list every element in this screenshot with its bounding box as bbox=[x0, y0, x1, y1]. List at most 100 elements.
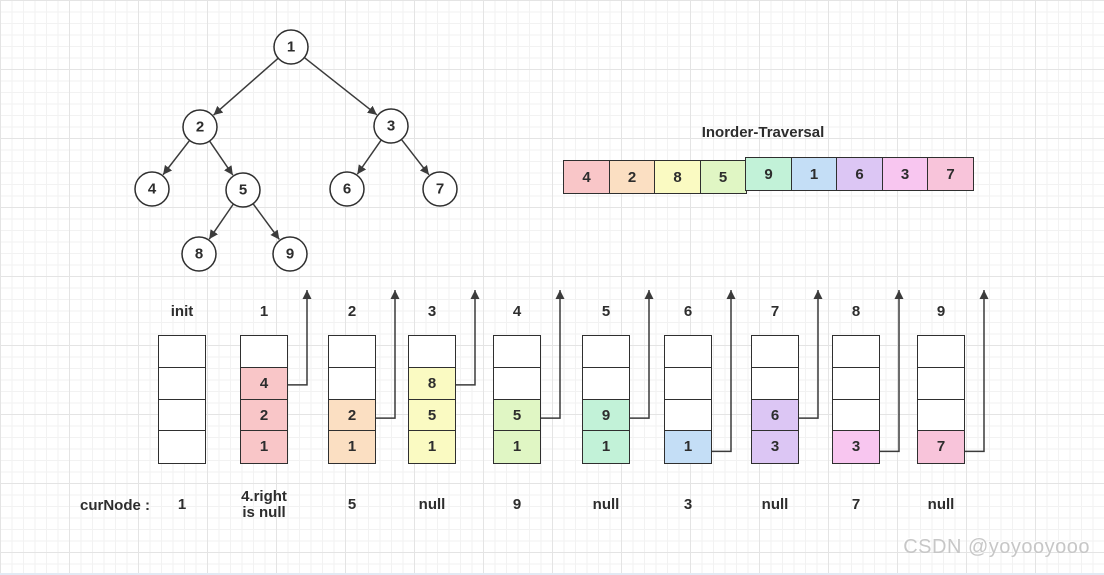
stack-cell: 2 bbox=[328, 398, 376, 432]
stack-pop-arrows bbox=[288, 290, 989, 453]
stack-cell: 1 bbox=[240, 430, 288, 464]
tree-edge bbox=[303, 56, 378, 116]
tree-node-value: 9 bbox=[286, 246, 294, 263]
stack-cell: 8 bbox=[408, 366, 456, 400]
curnode-value: null bbox=[418, 496, 446, 513]
curnode-value: 5 bbox=[347, 496, 357, 513]
tree-node-value: 8 bbox=[195, 246, 203, 263]
stack-cell: 1 bbox=[328, 430, 376, 464]
stack-cell bbox=[917, 366, 965, 400]
tree-node bbox=[272, 236, 308, 272]
stack-cell: 2 bbox=[240, 398, 288, 432]
stack-cell bbox=[328, 366, 376, 400]
stack-pop-arrow bbox=[456, 290, 480, 386]
tree-edge bbox=[400, 138, 430, 176]
stack-cell bbox=[664, 398, 712, 432]
stack-step-label: 6 bbox=[683, 303, 693, 320]
stack-step-label: 2 bbox=[347, 303, 357, 320]
curnode-value: 3 bbox=[683, 496, 693, 513]
stack: 1 bbox=[664, 335, 712, 464]
tree-node bbox=[181, 236, 217, 272]
stack-pop-arrow bbox=[376, 290, 400, 419]
curnode-value: 9 bbox=[512, 496, 522, 513]
stack-step-label: 3 bbox=[427, 303, 437, 320]
stack-step-label: 7 bbox=[770, 303, 780, 320]
stack-step-label: 4 bbox=[512, 303, 522, 320]
stack-cell bbox=[832, 398, 880, 432]
curnode-value: 4.right is null bbox=[241, 488, 287, 521]
inorder-cell: 8 bbox=[654, 160, 701, 194]
stack-step-label: 8 bbox=[851, 303, 861, 320]
stack-cell: 1 bbox=[408, 430, 456, 464]
tree-node bbox=[225, 172, 261, 208]
curnode-value: 1 bbox=[177, 496, 187, 513]
curnode-value: null bbox=[927, 496, 955, 513]
stack-cell bbox=[158, 335, 206, 369]
stack-cell: 1 bbox=[493, 430, 541, 464]
stack-cell: 3 bbox=[751, 430, 799, 464]
stack-cell bbox=[917, 398, 965, 432]
tree-node bbox=[134, 171, 170, 207]
stack: 7 bbox=[917, 335, 965, 464]
inorder-cell: 5 bbox=[699, 160, 747, 194]
stack-cell bbox=[582, 335, 630, 369]
stack-step-label: 1 bbox=[259, 303, 269, 320]
stack-cell: 5 bbox=[493, 398, 541, 432]
tree-edge bbox=[208, 140, 234, 176]
stack-cell bbox=[664, 366, 712, 400]
tree-node bbox=[273, 29, 309, 65]
stack-cell bbox=[751, 335, 799, 369]
tree-node-value: 5 bbox=[239, 182, 247, 199]
stack-cell: 7 bbox=[917, 430, 965, 464]
stack-cell: 5 bbox=[408, 398, 456, 432]
tree-node bbox=[373, 108, 409, 144]
tree-edge bbox=[208, 203, 234, 240]
curnode-value: null bbox=[592, 496, 620, 513]
tree-edge bbox=[356, 139, 382, 175]
stack-pop-arrow bbox=[630, 290, 654, 419]
stack-cell bbox=[158, 366, 206, 400]
stack: 3 bbox=[832, 335, 880, 464]
stack-pop-arrow bbox=[880, 290, 904, 453]
stack-pop-arrow bbox=[288, 290, 312, 386]
tree-node-value: 6 bbox=[343, 181, 351, 198]
stack-step-label: 9 bbox=[936, 303, 946, 320]
stack-cell: 6 bbox=[751, 398, 799, 432]
stack-cell bbox=[158, 430, 206, 464]
stack-pop-arrow bbox=[965, 290, 989, 453]
tree-node bbox=[422, 171, 458, 207]
bottom-edge-line bbox=[0, 573, 1104, 575]
tree-node-value: 3 bbox=[387, 118, 395, 135]
stack-cell bbox=[328, 335, 376, 369]
stack-cell bbox=[917, 335, 965, 369]
stack-pop-arrow bbox=[712, 290, 736, 453]
watermark: CSDN @yoyooyooo bbox=[903, 536, 1090, 558]
tree-node bbox=[329, 171, 365, 207]
stack-cell: 1 bbox=[582, 430, 630, 464]
tree-edge bbox=[213, 57, 279, 116]
stack-cell: 3 bbox=[832, 430, 880, 464]
stack-step-label: init bbox=[170, 303, 194, 320]
stack-cell bbox=[408, 335, 456, 369]
curnode-value: null bbox=[761, 496, 789, 513]
stack-cell: 9 bbox=[582, 398, 630, 432]
tree-edge bbox=[162, 139, 191, 176]
inorder-cell: 9 bbox=[745, 157, 792, 191]
stack-pop-arrow bbox=[799, 290, 823, 419]
tree-node-value: 7 bbox=[436, 181, 444, 198]
stack-cell bbox=[832, 366, 880, 400]
curnode-value: 7 bbox=[851, 496, 861, 513]
inorder-cell: 6 bbox=[836, 157, 883, 191]
stack-cell bbox=[751, 366, 799, 400]
inorder-cell: 1 bbox=[790, 157, 838, 191]
inorder-cell: 2 bbox=[608, 160, 656, 194]
tree-node-value: 2 bbox=[196, 119, 204, 136]
stack-cell bbox=[582, 366, 630, 400]
